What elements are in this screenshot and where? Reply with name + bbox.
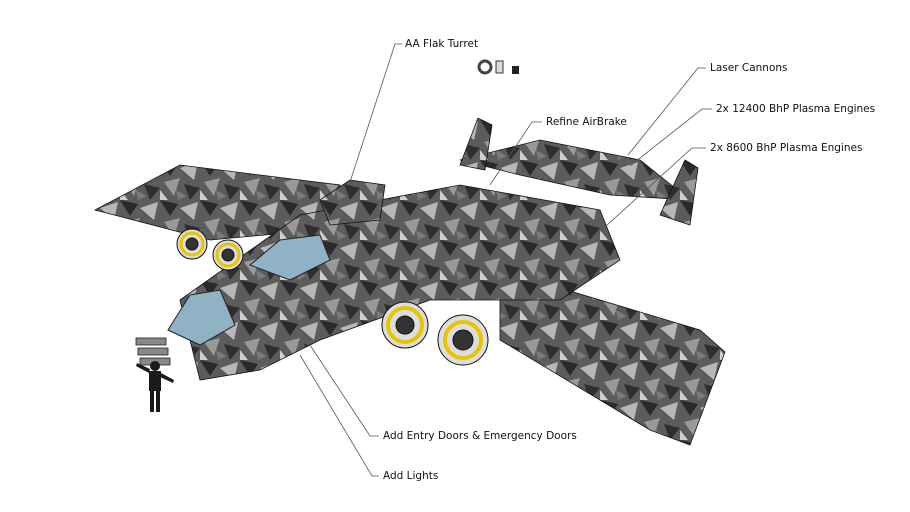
engines: [176, 228, 489, 366]
fuselage: [179, 184, 621, 381]
nose-guns: [135, 337, 171, 366]
label-refine-airbrake: Refine AirBrake: [546, 116, 627, 128]
leader-lines: [299, 43, 712, 477]
label-12400-engines: 2x 12400 BhP Plasma Engines: [716, 103, 876, 115]
cockpit-canopy: [167, 289, 236, 346]
label-laser-cannons: Laser Cannons: [710, 62, 788, 74]
turret: [319, 179, 386, 226]
label-add-lights: Add Lights: [383, 470, 439, 482]
label-entry-doors: Add Entry Doors & Emergency Doors: [383, 430, 577, 442]
tail-fin-left: [459, 117, 493, 171]
loose-parts: [477, 59, 519, 75]
tail-fin-right: [659, 159, 699, 226]
label-aa-flak-turret: AA Flak Turret: [405, 38, 479, 50]
upper-canopy: [249, 234, 331, 281]
right-wing: [499, 269, 726, 446]
human-scale-figure: [136, 361, 174, 412]
label-8600-engines: 2x 8600 BhP Plasma Engines: [710, 142, 863, 154]
